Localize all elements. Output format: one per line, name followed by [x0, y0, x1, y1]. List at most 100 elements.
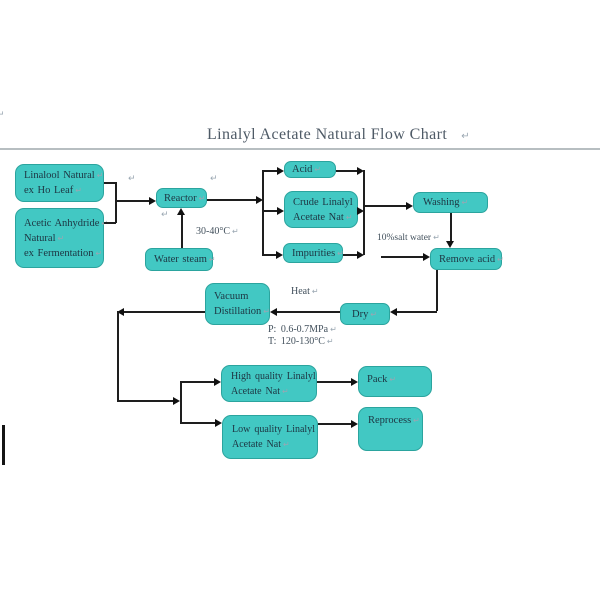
box-label: Impurities [292, 247, 336, 259]
paragraph-mark: ↵ [389, 375, 397, 384]
box-low-quality[interactable]: Low quality Linalyl Acetate Nat↵ [222, 415, 318, 459]
arrow-head [390, 308, 397, 316]
paragraph-mark: ↵ [263, 307, 270, 316]
box-impurities[interactable]: Impurities↵ [283, 243, 344, 263]
arrow-head [214, 378, 221, 386]
box-label: Washing [423, 197, 460, 208]
connector-line [115, 182, 117, 223]
label-salt-water: 10%salt water↵ [377, 233, 440, 243]
box-crude-linalyl-acetate[interactable]: Crude Linalyl Acetate Nat↵ [284, 191, 358, 228]
label-temperature: T: 120-130°C↵ [268, 336, 334, 347]
box-label: Acetate Nat [232, 439, 281, 450]
box-reactor[interactable]: Reactor↵ [156, 188, 207, 208]
connector-line [104, 182, 116, 184]
box-label: Low quality Linalyl [232, 424, 315, 435]
connector-line [207, 199, 256, 201]
paragraph-mark: ↵ [461, 131, 470, 142]
connector-line [181, 215, 183, 248]
box-linalool-natural[interactable]: Linalool Natural↵ ex Ho Leaf↵ [15, 164, 104, 202]
box-label: Pack [367, 374, 388, 385]
box-label: Acetate Nat [293, 211, 344, 223]
paragraph-mark: ↵ [370, 309, 378, 319]
box-label: ex Fermentation [24, 247, 94, 259]
connector-line [124, 311, 205, 313]
arrow-head [256, 196, 263, 204]
paragraph-mark: ↵ [57, 233, 65, 243]
paragraph-mark: ↵ [128, 174, 136, 184]
connector-line [262, 254, 276, 256]
connector-line [262, 170, 264, 255]
box-label: Remove acid [439, 253, 496, 265]
connector-line [450, 213, 452, 241]
box-water-steam[interactable]: Water steam↵ [145, 248, 216, 271]
box-vacuum-distillation[interactable]: Vacuum Distillation↵ [205, 283, 270, 325]
connector-line [277, 311, 340, 313]
left-margin-line [2, 425, 5, 465]
paragraph-mark: ↵ [75, 186, 82, 195]
connector-line [180, 381, 214, 383]
label-pressure: P: 0.6-0.7MPa↵ [268, 324, 337, 335]
connector-line [117, 400, 173, 402]
box-high-quality[interactable]: High quality Linalyl Acetate Nat↵ [221, 365, 317, 402]
paragraph-mark: ↵ [314, 165, 322, 174]
paragraph-mark: ↵ [281, 386, 289, 396]
paragraph-mark: ↵ [282, 440, 290, 449]
box-label: Distillation [214, 306, 262, 317]
arrow-head [277, 207, 284, 215]
connector-line [317, 381, 351, 383]
arrow-head [357, 251, 364, 259]
paragraph-mark: ↵ [161, 210, 169, 220]
arrow-head [277, 167, 284, 175]
connector-line [318, 423, 351, 425]
connector-line [180, 422, 215, 424]
paragraph-mark: ↵ [326, 337, 334, 346]
label-heat: Heat↵ [291, 286, 319, 297]
box-reprocess[interactable]: Reprocess↵ [358, 407, 423, 451]
paragraph-mark: ↵ [232, 227, 239, 236]
box-washing[interactable]: Washing↵ [413, 192, 488, 213]
box-acetic-anhydride[interactable]: Acetic Anhydride↵ Natural↵ ex Fermentati… [15, 208, 108, 268]
connector-line [104, 222, 116, 224]
box-label: ex Ho Leaf [24, 185, 74, 196]
page-title-text: Linalyl Acetate Natural Flow Chart [207, 126, 448, 143]
arrow-head [357, 207, 364, 215]
page-title: Linalyl Acetate Natural Flow Chart ↵ [207, 126, 470, 144]
arrow-head [117, 308, 124, 316]
paragraph-mark: ↵ [497, 254, 504, 264]
connector-line [343, 254, 357, 256]
connector-line [363, 205, 406, 207]
box-label: Dry [352, 308, 369, 320]
label-reactor-temp: 30-40°C↵ [196, 226, 239, 237]
paragraph-mark: ↵ [330, 325, 337, 334]
paragraph-mark: ↵ [461, 198, 469, 207]
paragraph-mark: ↵ [210, 174, 218, 184]
connector-line [336, 170, 357, 172]
box-acid[interactable]: Acid↵ [284, 161, 336, 178]
box-dry[interactable]: Dry↵ [340, 303, 390, 325]
arrow-head [149, 197, 156, 205]
connector-line [262, 170, 277, 172]
connector-line [363, 170, 365, 255]
box-pack[interactable]: Pack↵ [358, 366, 432, 397]
box-label: Acid [292, 164, 313, 175]
paragraph-mark: ↵ [96, 171, 104, 180]
box-label: Linalool Natural [24, 170, 95, 181]
box-label: Water steam [154, 254, 207, 265]
paragraph-mark: ↵ [345, 212, 353, 222]
connector-line [115, 200, 149, 202]
box-label: Acetic Anhydride [24, 217, 100, 229]
arrow-head [446, 241, 454, 248]
paragraph-mark: ↵ [413, 416, 420, 425]
connector-line [262, 210, 277, 212]
arrow-head [276, 251, 283, 259]
box-label: Vacuum [214, 291, 249, 302]
box-remove-acid[interactable]: Remove acid↵ [430, 248, 504, 270]
paragraph-mark: ↵ [337, 248, 344, 258]
arrow-head [351, 378, 358, 386]
arrow-head [357, 167, 364, 175]
connector-line [397, 311, 437, 313]
paragraph-mark: ↵ [198, 193, 206, 203]
connector-line [180, 381, 182, 423]
box-label: High quality Linalyl [231, 370, 316, 382]
